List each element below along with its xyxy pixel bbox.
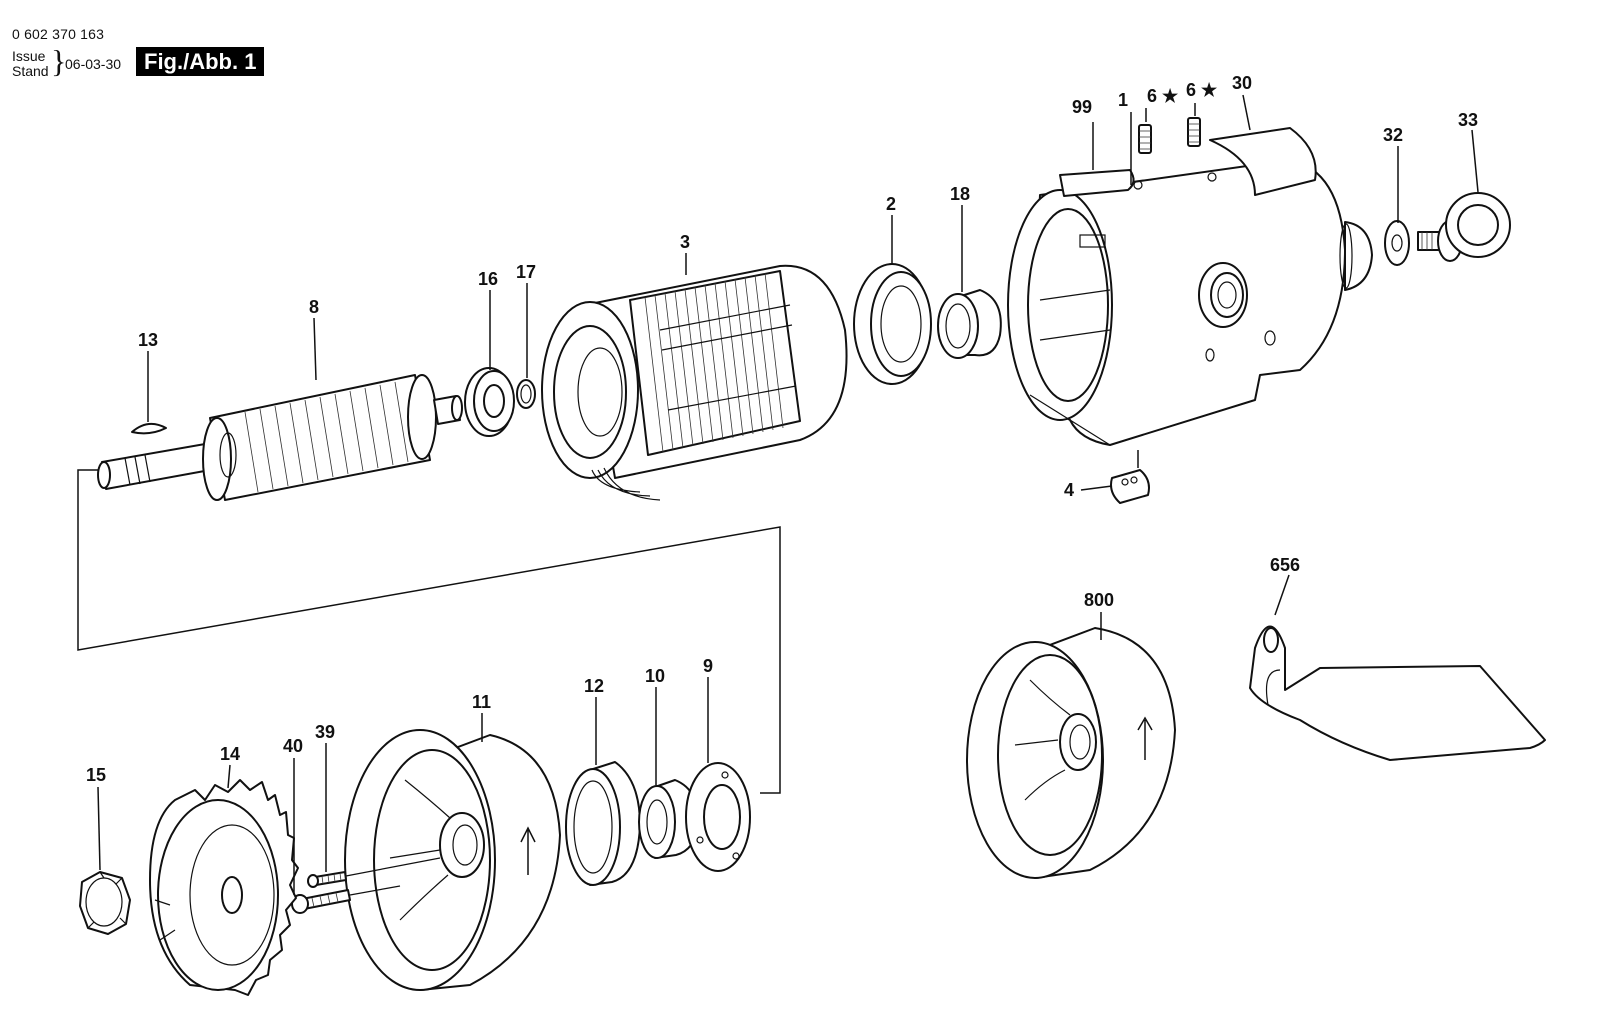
document-header: 0 602 370 163 Issue Stand } 06-03-30 Fig… <box>12 26 312 86</box>
callout-12: 12 <box>584 676 604 696</box>
eye-bolt-part-33 <box>1417 192 1511 262</box>
callout-14: 14 <box>220 744 240 764</box>
callout-30: 30 <box>1232 73 1252 93</box>
callout-3: 3 <box>680 232 690 252</box>
cover-disc-part-9 <box>685 762 751 872</box>
brace-glyph: } <box>51 43 67 79</box>
callout-800: 800 <box>1084 590 1114 610</box>
callout-13: 13 <box>138 330 158 350</box>
screw-part-6a <box>1138 124 1152 154</box>
callout-32: 32 <box>1383 125 1403 145</box>
issue-date: 06-03-30 <box>65 56 122 72</box>
bearing-part-16 <box>464 367 515 437</box>
callout-40: 40 <box>283 736 303 756</box>
callout-4: 4 <box>1064 480 1074 500</box>
bearing-part-18 <box>937 289 1002 359</box>
callout-8: 8 <box>309 297 319 317</box>
key-part <box>131 422 167 435</box>
seal-ring-part-2 <box>853 263 932 385</box>
issue-label: Issue <box>12 48 46 64</box>
callout-39: 39 <box>315 722 335 742</box>
grommet-part-4 <box>1110 469 1150 504</box>
callout-17: 17 <box>516 262 536 282</box>
screw-part-39 <box>307 857 441 888</box>
figure-badge: Fig./Abb. 1 <box>136 47 265 76</box>
callout-10: 10 <box>645 666 665 686</box>
stand-label: Stand <box>12 63 49 79</box>
end-shield-part-800 <box>966 627 1176 879</box>
callout-1: 1 <box>1118 90 1128 110</box>
armature-part <box>97 374 463 501</box>
leader-lines <box>97 94 1479 895</box>
ring-part-17 <box>516 379 536 409</box>
end-shield-part-11 <box>344 729 561 991</box>
washer-part-32 <box>1384 220 1410 266</box>
motor-housing-part <box>1007 159 1373 446</box>
ring-part-12 <box>565 761 641 886</box>
stator-part <box>541 264 848 501</box>
callout-6-left: 6 ★ <box>1147 86 1179 106</box>
callout-656: 656 <box>1270 555 1300 575</box>
callout-16: 16 <box>478 269 498 289</box>
callout-15: 15 <box>86 765 106 785</box>
screw-part-6b <box>1187 117 1201 147</box>
callout-99: 99 <box>1072 97 1092 117</box>
callout-6-right: 6 ★ <box>1186 80 1218 100</box>
callout-2: 2 <box>886 194 896 214</box>
fan-part-14 <box>149 779 299 996</box>
part-number: 0 602 370 163 <box>12 26 105 42</box>
nut-part-15 <box>79 871 131 935</box>
assembly-connector-lines <box>77 469 781 794</box>
callout-18: 18 <box>950 184 970 204</box>
cover-plate-part-30 <box>1209 127 1317 196</box>
deflector-part-656 <box>1249 625 1546 761</box>
callout-9: 9 <box>703 656 713 676</box>
callout-33: 33 <box>1458 110 1478 130</box>
callout-11: 11 <box>472 692 491 712</box>
